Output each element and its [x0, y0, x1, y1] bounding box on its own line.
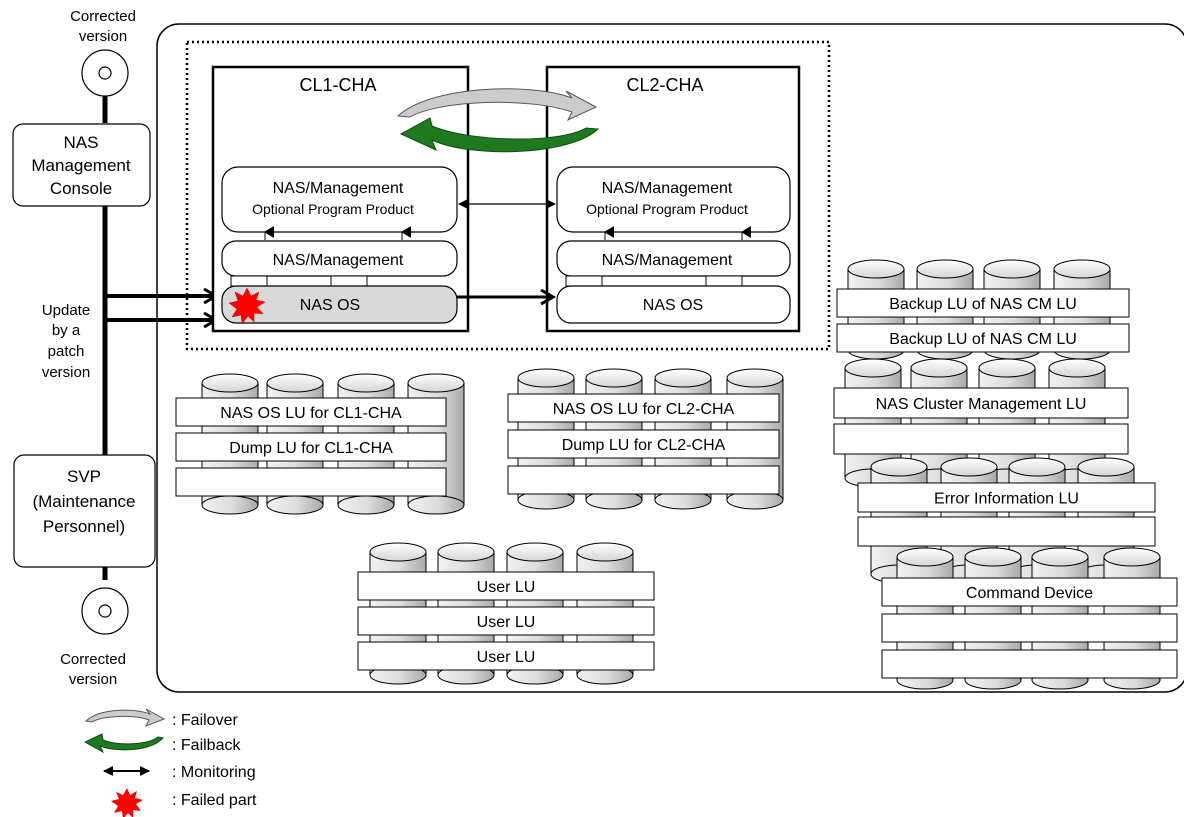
- failover-arrow: [396, 88, 598, 122]
- cl2-management-box: [556, 240, 791, 277]
- lu-bar: [357, 571, 655, 601]
- cl2-cha-node: CL2-CHA NAS/Management Optional Program …: [545, 65, 801, 333]
- lu-group-user: User LU User LU User LU: [357, 542, 655, 685]
- lu-bar: [836, 288, 1130, 318]
- lu-bar: [175, 467, 447, 497]
- top-disc-label-2: version: [79, 28, 127, 45]
- lu-label: NAS Cluster Management LU: [876, 396, 1087, 413]
- legend-failback: : Failback: [172, 737, 241, 754]
- lu-bar: [833, 423, 1129, 455]
- lu-bar: [881, 649, 1178, 679]
- nas-management-console: [12, 123, 151, 207]
- top-disc-label-1: Corrected: [70, 8, 136, 25]
- lu-bar: [857, 516, 1156, 547]
- svp-box: [13, 454, 156, 568]
- console-line-1: NAS: [64, 133, 99, 152]
- cl2-optional-line2: Optional Program Product: [586, 201, 748, 217]
- lu-bar: [881, 613, 1178, 643]
- lu-group-cl1: NAS OS LU for CL1-CHA Dump LU for CL1-CHA: [175, 373, 465, 515]
- legend-monitoring: : Monitoring: [172, 764, 256, 781]
- update-label-2: by a: [52, 322, 81, 339]
- lu-bar: [836, 323, 1130, 353]
- lu-label: Error Information LU: [934, 491, 1079, 508]
- lu-group-command: Command Device: [881, 547, 1178, 690]
- lu-bar: [507, 429, 780, 459]
- cl1-nas-os-label: NAS OS: [300, 297, 360, 314]
- lu-group-cl2: NAS OS LU for CL2-CHA Dump LU for CL2-CHA: [507, 368, 784, 510]
- legend-failover: : Failover: [172, 712, 238, 729]
- lu-label: User LU: [477, 579, 536, 596]
- console-line-2: Management: [31, 156, 131, 175]
- cl2-optional-box: [556, 166, 791, 233]
- top-disc-icon: [81, 49, 129, 97]
- legend-failed-part: : Failed part: [172, 792, 257, 809]
- lu-bar: [175, 432, 447, 462]
- lu-label: Dump LU for CL1-CHA: [229, 440, 393, 457]
- lu-bar: [881, 577, 1178, 607]
- lu-label: Dump LU for CL2-CHA: [562, 437, 726, 454]
- svp-line-3: Personnel): [43, 517, 125, 536]
- update-label-3: patch: [48, 343, 85, 360]
- lu-bar: [833, 387, 1129, 419]
- bottom-disc-icon: [81, 587, 129, 635]
- update-label-1: Update: [42, 302, 90, 319]
- lu-bar: [357, 606, 655, 636]
- failback-arrow: [399, 117, 600, 153]
- lu-bar: [507, 465, 780, 495]
- bottom-disc-label-1: Corrected: [60, 651, 126, 668]
- lu-label: NAS OS LU for CL2-CHA: [553, 401, 735, 418]
- update-label-4: version: [42, 364, 90, 381]
- lu-label: Backup LU of NAS CM LU: [889, 331, 1077, 348]
- cl1-nas-os-box: [221, 285, 458, 324]
- cl1-title: CL1-CHA: [299, 75, 376, 95]
- console-line-3: Console: [50, 179, 112, 198]
- bottom-disc-label-2: version: [69, 671, 117, 688]
- legend-failed-part-icon: [111, 788, 143, 817]
- lu-bar: [857, 482, 1156, 513]
- lu-label: Backup LU of NAS CM LU: [889, 296, 1077, 313]
- cluster-boundary: [185, 40, 831, 351]
- lu-bar: [507, 393, 780, 423]
- lu-label: Command Device: [966, 585, 1093, 602]
- lu-bar: [175, 397, 447, 427]
- cl2-title: CL2-CHA: [626, 75, 703, 95]
- legend-failover-icon: [84, 708, 166, 727]
- lu-label: User LU: [477, 649, 536, 666]
- lu-label: NAS OS LU for CL1-CHA: [220, 405, 402, 422]
- failed-part-icon: [228, 287, 266, 325]
- cl1-optional-line2: Optional Program Product: [252, 201, 414, 217]
- lu-bar: [357, 641, 655, 671]
- lu-label: User LU: [477, 614, 536, 631]
- cl1-management-label: NAS/Management: [273, 252, 404, 269]
- cl1-optional-line1: NAS/Management: [273, 180, 404, 197]
- svp-line-1: SVP: [67, 467, 101, 486]
- legend: : Failover : Failback : Monitoring : Fai…: [83, 708, 257, 817]
- cl1-cha-node: CL1-CHA NAS/Management Optional Program …: [211, 65, 470, 333]
- cl1-optional-box: [221, 166, 458, 233]
- legend-failback-icon: [83, 733, 164, 754]
- cl2-nas-os-box: [556, 285, 791, 324]
- svp-line-2: (Maintenance: [32, 492, 135, 511]
- cl2-nas-os-label: NAS OS: [643, 297, 703, 314]
- cl2-management-label: NAS/Management: [602, 252, 733, 269]
- lu-group-backup: Backup LU of NAS CM LU Backup LU of NAS C…: [836, 259, 1130, 360]
- cl2-optional-line1: NAS/Management: [602, 180, 733, 197]
